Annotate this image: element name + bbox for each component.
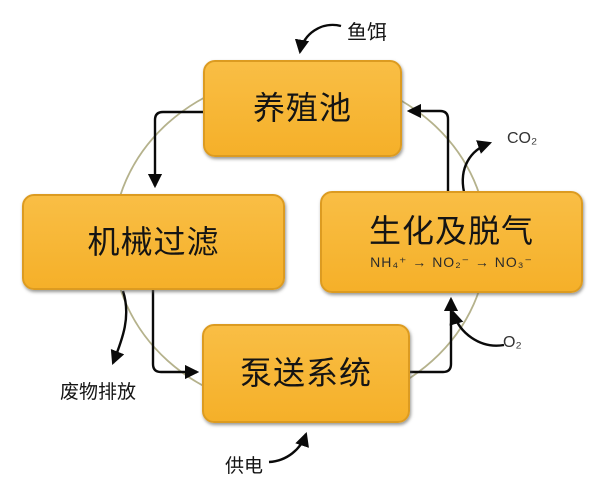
waste-discharge-label: 废物排放: [60, 382, 137, 403]
arrow-pond-to-filter: [147, 110, 205, 189]
arrow-co2-out: [461, 140, 493, 193]
node-pumping-system-label: 泵送系统: [239, 355, 372, 392]
node-biochemical-degassing: 生化及脱气 NH₄⁺ → NO₂⁻ → NO₃⁻: [320, 191, 583, 293]
arrow-feed-in: [294, 23, 342, 55]
node-aquaculture-pond: 养殖池: [203, 60, 402, 157]
arrow-pump-to-bio: [408, 296, 459, 374]
node-mechanical-filtration-label: 机械过滤: [87, 223, 220, 260]
arrow-waste-out: [110, 290, 128, 366]
arrow-filter-to-pump: [151, 289, 200, 380]
arrow-power-in: [268, 431, 309, 464]
nitrification-formula: NH₄⁺ → NO₂⁻ → NO₃⁻: [370, 254, 533, 271]
arrow-bio-to-pond: [406, 103, 450, 193]
node-biochemical-degassing-label: 生化及脱气: [368, 212, 534, 249]
power-supply-label: 供电: [225, 456, 264, 477]
o2-label: O₂: [503, 334, 522, 351]
node-pumping-system: 泵送系统: [202, 324, 410, 423]
co2-label: CO₂: [507, 130, 538, 147]
node-aquaculture-pond-label: 养殖池: [252, 90, 352, 127]
node-mechanical-filtration: 机械过滤: [22, 194, 285, 290]
arrow-o2-in: [449, 309, 505, 347]
feed-label: 鱼饵: [347, 22, 387, 44]
